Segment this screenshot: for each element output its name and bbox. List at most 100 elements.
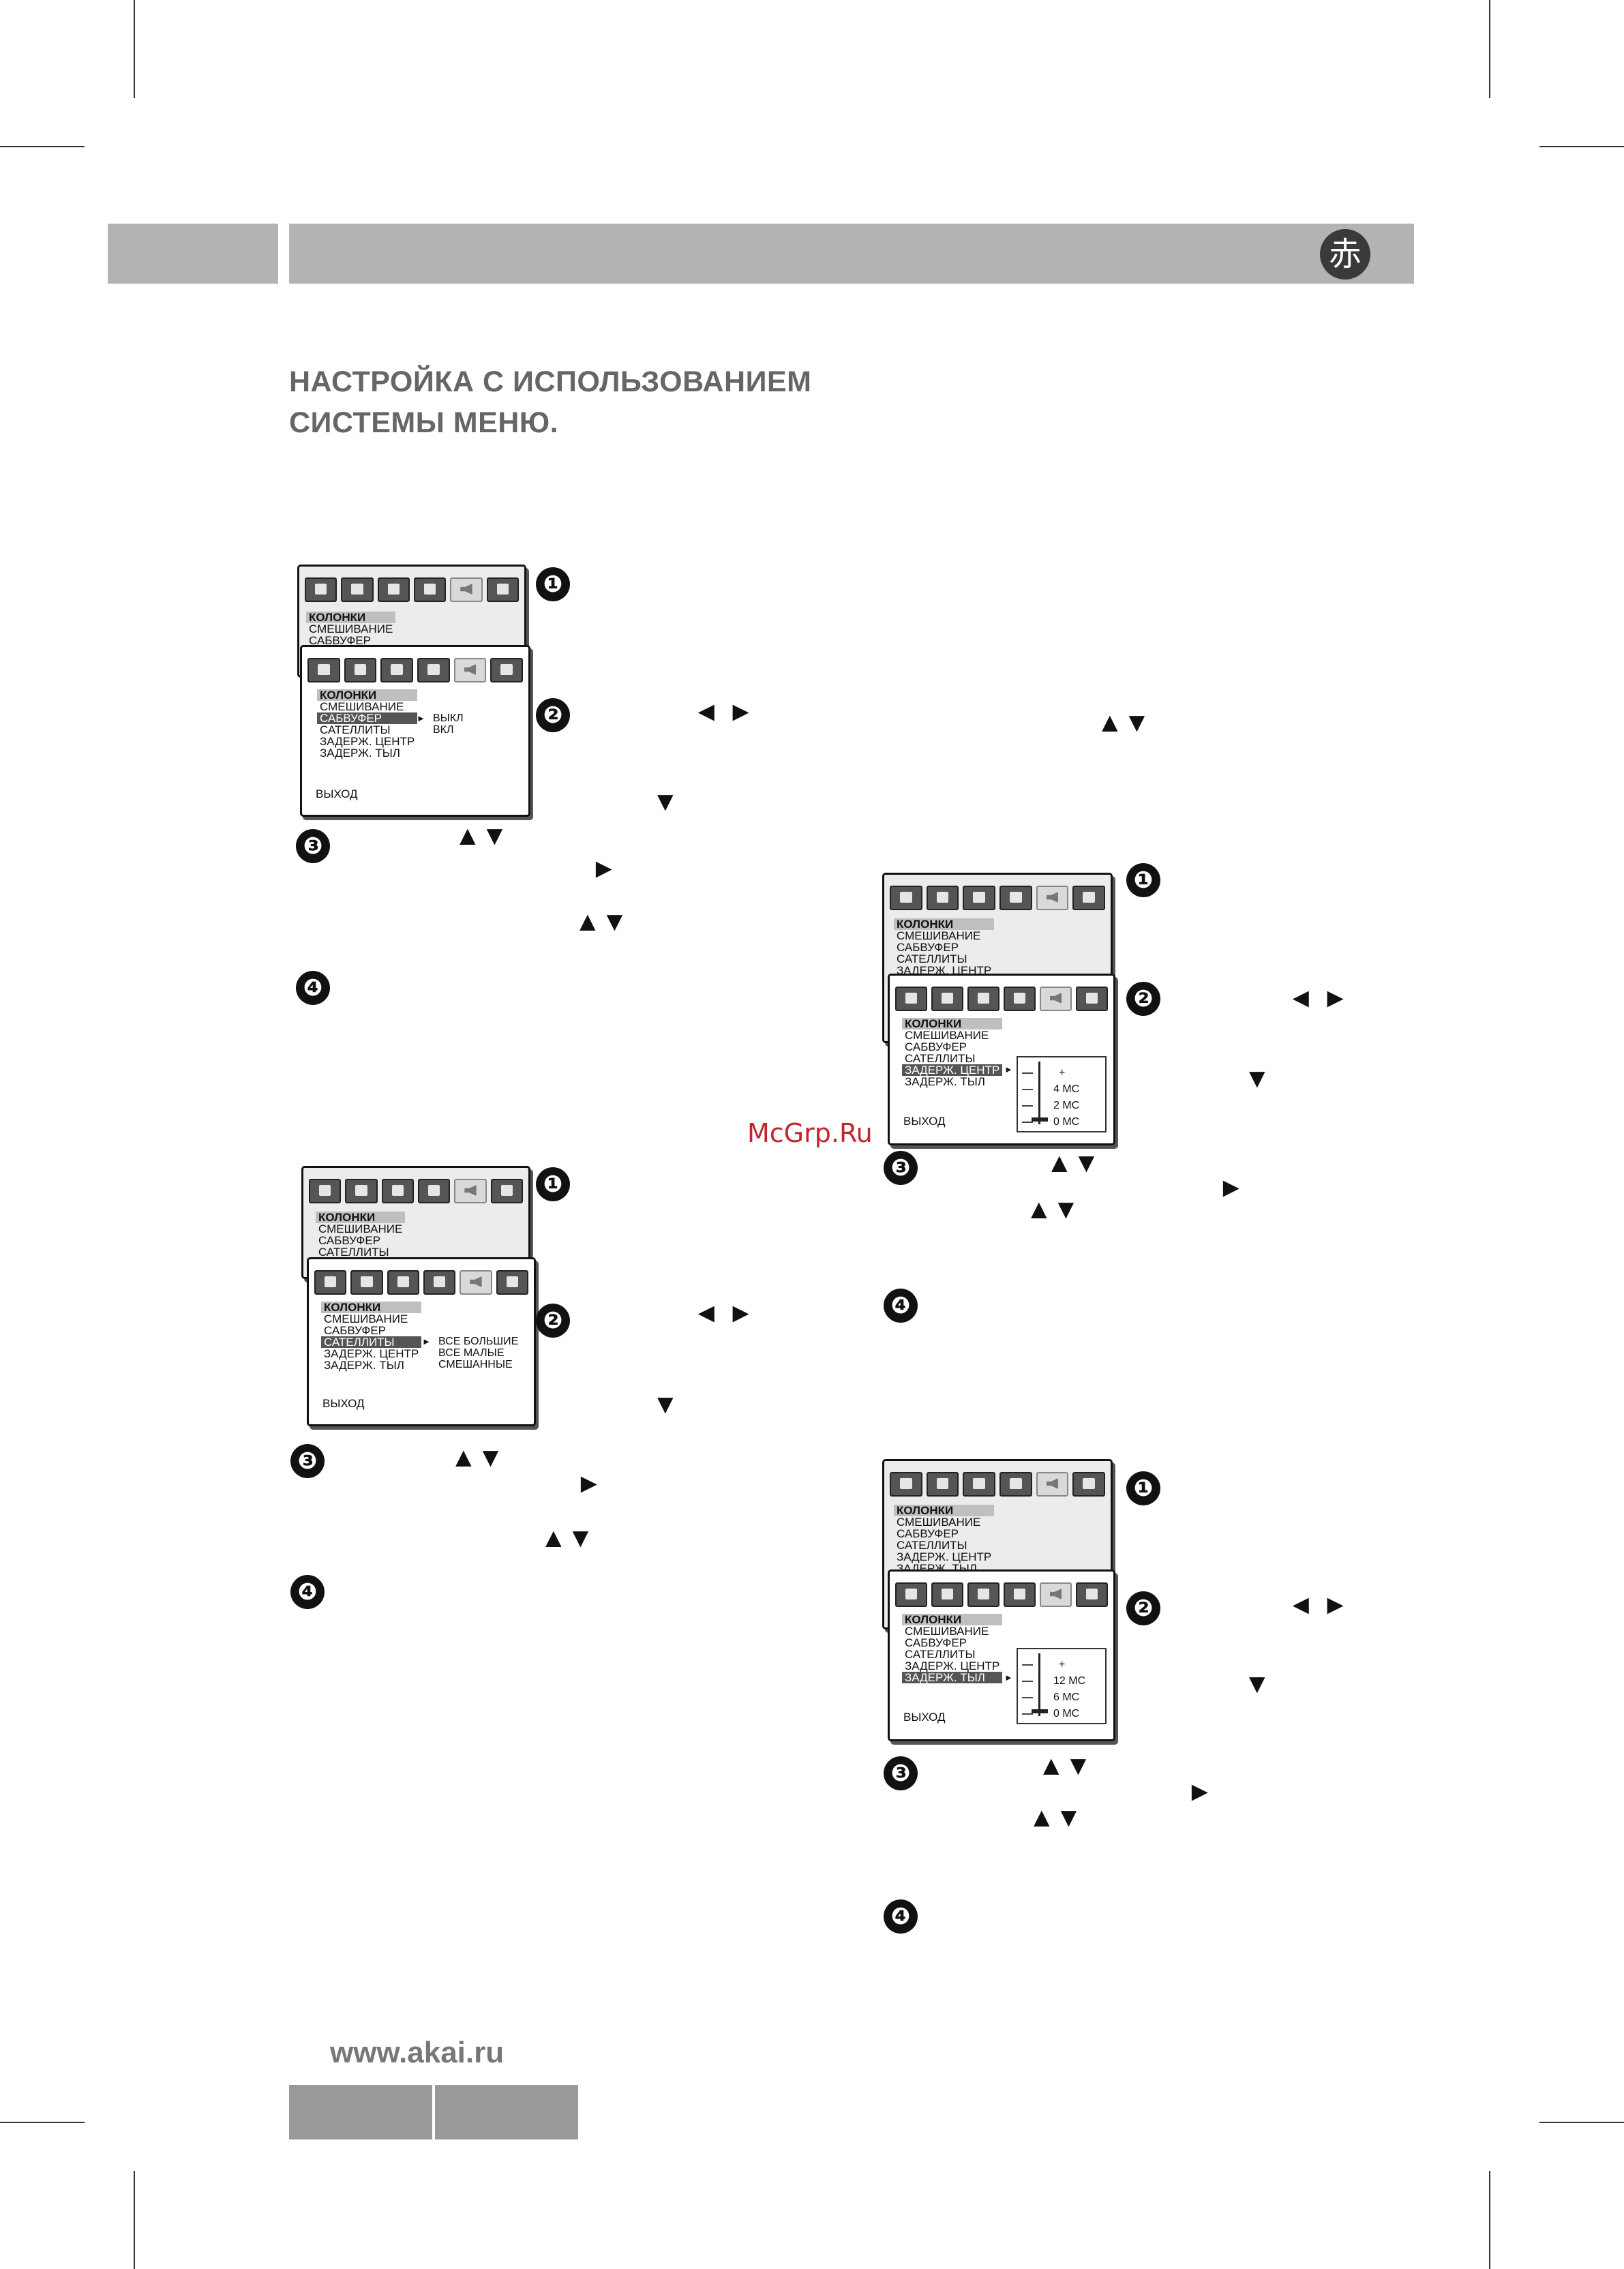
menu-item-satellites: САТЕЛЛИТЫ [318,1246,389,1259]
step-4-marker: ❹ [290,1575,325,1609]
up-down-arrows-icon: ▲▼ [450,1443,505,1473]
exit-icon [1072,1472,1106,1497]
footer-url[interactable]: www.akai.ru [330,2036,505,2069]
speaker-icon [453,658,487,682]
disc-icon [967,987,999,1011]
disc-icon [377,577,410,602]
down-arrow-icon: ▼ [652,787,679,817]
menu-item-mixing: СМЕШИВАНИЕ [897,929,981,942]
exit-icon [1076,987,1108,1011]
menu-item-mixing: СМЕШИВАНИЕ [905,1625,989,1638]
crop-mark [134,0,135,98]
monitor-icon [895,987,927,1011]
menu-item-delay-rear: ЗАДЕРЖ. ТЫЛ [324,1359,404,1372]
exit-icon [490,658,524,682]
scale-tick [1022,1122,1033,1123]
menu-item-satellites: САТЕЛЛИТЫ [897,1539,967,1552]
video-icon [1004,987,1036,1011]
monitor-icon [307,658,340,682]
menu-item-subwoofer: САБВУФЕР [309,634,372,647]
right-arrow-icon: ► [1218,1173,1245,1203]
crop-mark [0,2122,85,2123]
menu-item-mixing: СМЕШИВАНИЕ [318,1222,403,1235]
menu-item-speakers: КОЛОНКИ [317,689,418,701]
menu-item-delay-center: ЗАДЕРЖ. ЦЕНТР [320,735,415,748]
monitor-icon [314,1270,347,1295]
video-icon [1004,1582,1036,1607]
step-4-marker: ❹ [296,971,330,1005]
up-down-arrows-icon: ▲▼ [1046,1148,1100,1178]
brand-logo: 赤 [1320,229,1370,280]
menu-list: КОЛОНКИ СМЕШИВАНИЕ САБВУФЕР САТЕЛЛИТЫ ЗА… [894,918,995,977]
header-bar-right [289,224,1414,284]
down-arrow-icon: ▼ [1244,1669,1271,1699]
scale-label-0ms: 0 МС [1053,1116,1080,1128]
menu-screen-4b: КОЛОНКИ СМЕШИВАНИЕ САБВУФЕР САТЕЛЛИТЫ ЗА… [888,1569,1115,1741]
scale-knob[interactable] [1032,1709,1048,1713]
pointer-icon: ► [1004,1064,1013,1075]
monitor-icon [309,1179,342,1203]
person-icon [350,1270,383,1295]
scale-knob[interactable] [1032,1117,1048,1122]
menu-icon-bar [890,1472,1106,1497]
menu-item-mixing: СМЕШИВАНИЕ [897,1516,981,1529]
menu-item-exit: ВЫХОД [316,787,358,800]
step-3-marker: ❸ [884,1756,918,1790]
scale-track [1038,1062,1040,1124]
monitor-icon [890,886,922,910]
menu-list: КОЛОНКИ СМЕШИВАНИЕ САБВУФЕР САТЕЛЛИТЫ ЗА… [902,1018,1003,1087]
disc-icon [963,1472,996,1497]
menu-list: КОЛОНКИ СМЕШИВАНИЕ САБВУФЕР САТЕЛЛИТЫ ЗА… [902,1614,1003,1683]
step-2-marker: ❷ [1126,982,1160,1016]
up-down-arrows-icon: ▲▼ [1096,708,1151,738]
step-3-marker: ❸ [296,829,330,863]
left-right-arrows-icon: ◄ ► [1287,1590,1349,1620]
footer-bar-right [435,2085,578,2139]
scale-label-2ms: 2 МС [1053,1100,1080,1111]
scale-tick [1022,1681,1033,1682]
menu-item-subwoofer: САБВУФЕР [897,941,959,954]
step-4-marker: ❹ [884,1289,918,1323]
right-arrow-icon: ► [590,854,618,884]
scale-track [1038,1653,1040,1716]
scale-label-4ms: 4 МС [1053,1083,1080,1095]
menu-item-delay-center: ЗАДЕРЖ. ЦЕНТР [324,1347,419,1360]
video-icon [423,1270,456,1295]
person-icon [926,1472,959,1497]
menu-item-mixing: СМЕШИВАНИЕ [320,700,404,713]
menu-item-satellites: САТЕЛЛИТЫ [320,723,391,736]
pointer-icon: ► [422,1336,431,1347]
menu-list: КОЛОНКИ СМЕШИВАНИЕ САБВУФЕР САТЕЛЛИТЫ ЗА… [321,1302,422,1372]
disc-icon [381,1179,414,1203]
menu-item-exit: ВЫХОД [322,1397,365,1410]
crop-mark [0,146,85,147]
menu-item-exit: ВЫХОД [903,1115,946,1128]
menu-icon-bar [309,1179,523,1203]
menu-item-mixing: СМЕШИВАНИЕ [309,622,393,635]
scale-tick [1022,1713,1033,1715]
scale-tick [1022,1072,1033,1074]
person-icon [931,1582,963,1607]
menu-item-satellites: САТЕЛЛИТЫ [321,1336,422,1348]
scale-label-plus: + [1059,1067,1066,1079]
menu-icon-bar [314,1270,528,1295]
step-2-marker: ❷ [536,1304,570,1338]
scale-tick [1022,1105,1033,1107]
page-title-line2: СИСТЕМЫ МЕНЮ. [289,406,559,439]
disc-icon [967,1582,999,1607]
option-off: ВЫКЛ [433,712,464,724]
menu-icon-bar [307,658,524,682]
person-icon [345,1179,378,1203]
step-3-marker: ❸ [884,1151,918,1185]
exit-icon [486,577,519,602]
monitor-icon [305,577,337,602]
menu-screen-1b: КОЛОНКИ СМЕШИВАНИЕ САБВУФЕР САТЕЛЛИТЫ ЗА… [300,645,530,817]
crop-mark [1489,2171,1490,2269]
person-icon [341,577,374,602]
person-icon [931,987,963,1011]
menu-item-delay-center: ЗАДЕРЖ. ЦЕНТР [902,1064,1003,1076]
menu-item-delay-center: ЗАДЕРЖ. ЦЕНТР [897,964,992,977]
speaker-icon [1036,886,1069,910]
menu-item-satellites: САТЕЛЛИТЫ [897,952,967,965]
down-arrow-icon: ▼ [1244,1064,1271,1094]
